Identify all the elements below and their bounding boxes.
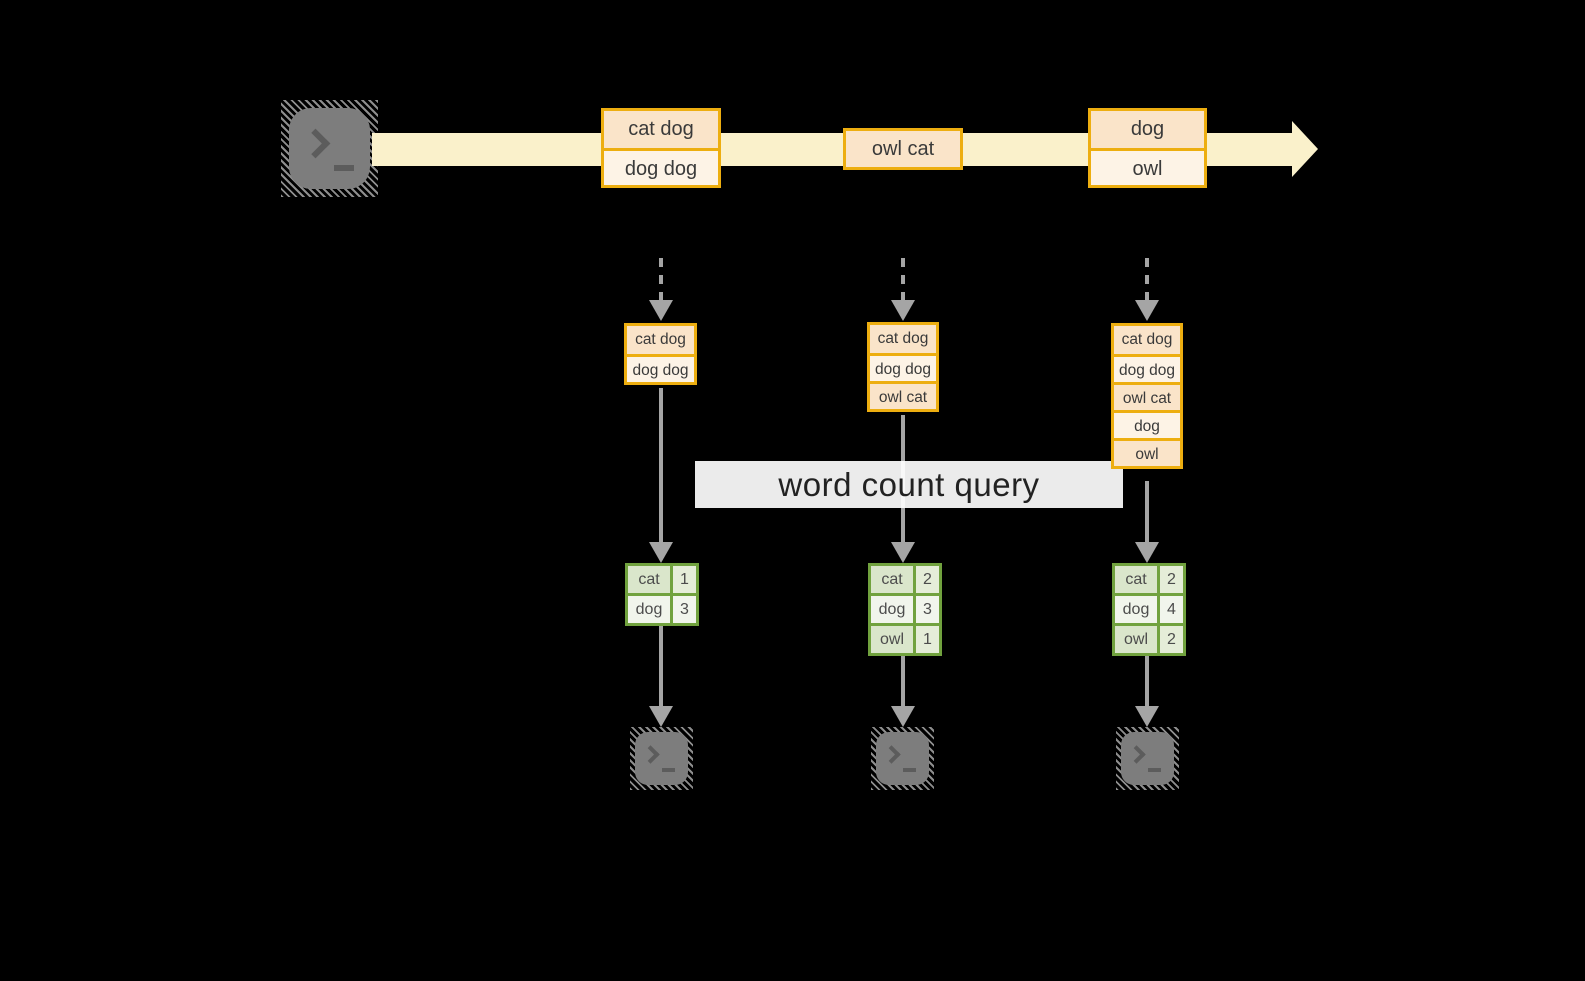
stream-arrowhead-icon: [1292, 121, 1318, 177]
arrowhead-icon: [1135, 300, 1159, 321]
state-box-3: cat dog dog dog owl cat dog owl: [1111, 323, 1183, 469]
count-value: 1: [916, 626, 939, 653]
count-word: dog: [1115, 596, 1157, 623]
event-cell: dog dog: [604, 148, 718, 185]
count-word: dog: [871, 596, 913, 623]
event-cell: cat dog: [604, 111, 718, 148]
prompt-underscore-icon: [334, 165, 354, 171]
dashed-arrow-line: [901, 258, 905, 300]
event-cell: owl cat: [846, 131, 960, 167]
count-table-1: cat 1 dog 3: [625, 563, 699, 626]
state-cell: dog: [1114, 410, 1180, 438]
stream-event-box-3: dog owl: [1088, 108, 1207, 188]
prompt-underscore-icon: [1148, 768, 1161, 772]
count-value: 4: [1160, 596, 1183, 623]
count-value: 1: [673, 566, 696, 593]
connector-line: [901, 656, 905, 706]
state-box-1: cat dog dog dog: [624, 323, 697, 385]
count-value: 2: [916, 566, 939, 593]
count-value: 3: [673, 596, 696, 623]
terminal-screen: [635, 732, 688, 785]
count-word: owl: [1115, 626, 1157, 653]
terminal-screen: [876, 732, 929, 785]
query-label: word count query: [778, 465, 1040, 503]
state-cell: dog dog: [870, 353, 936, 381]
terminal-screen: [289, 108, 370, 189]
count-word: cat: [1115, 566, 1157, 593]
count-word: owl: [871, 626, 913, 653]
connector-line: [659, 626, 663, 706]
count-word: cat: [628, 566, 670, 593]
connector-line: [1145, 656, 1149, 706]
arrowhead-icon: [649, 300, 673, 321]
dashed-arrow-line: [659, 258, 663, 300]
state-box-2: cat dog dog dog owl cat: [867, 322, 939, 412]
state-cell: owl cat: [870, 381, 936, 409]
terminal-icon: [1116, 727, 1179, 790]
terminal-icon: [871, 727, 934, 790]
arrowhead-icon: [891, 300, 915, 321]
terminal-icon: [281, 100, 378, 197]
event-cell: owl: [1091, 148, 1204, 185]
stream-event-box-1: cat dog dog dog: [601, 108, 721, 188]
prompt-underscore-icon: [903, 768, 916, 772]
dashed-arrow-line: [1145, 258, 1149, 300]
terminal-icon: [630, 727, 693, 790]
arrowhead-icon: [1135, 706, 1159, 727]
state-cell: owl: [1114, 438, 1180, 466]
arrowhead-icon: [891, 706, 915, 727]
state-cell: dog dog: [1114, 354, 1180, 382]
count-value: 2: [1160, 626, 1183, 653]
terminal-screen: [1121, 732, 1174, 785]
query-label-box: word count query: [695, 461, 1123, 508]
state-cell: cat dog: [627, 326, 694, 354]
state-cell: owl cat: [1114, 382, 1180, 410]
connector-line: [1145, 481, 1149, 542]
state-cell: cat dog: [870, 325, 936, 353]
state-cell: dog dog: [627, 354, 694, 382]
count-table-3: cat 2 dog 4 owl 2: [1112, 563, 1186, 656]
count-table-2: cat 2 dog 3 owl 1: [868, 563, 942, 656]
count-value: 2: [1160, 566, 1183, 593]
connector-line: [659, 388, 663, 542]
count-value: 3: [916, 596, 939, 623]
count-word: dog: [628, 596, 670, 623]
arrowhead-icon: [649, 542, 673, 563]
count-word: cat: [871, 566, 913, 593]
prompt-underscore-icon: [662, 768, 675, 772]
event-cell: dog: [1091, 111, 1204, 148]
stream-event-box-2: owl cat: [843, 128, 963, 170]
arrowhead-icon: [1135, 542, 1159, 563]
state-cell: cat dog: [1114, 326, 1180, 354]
arrowhead-icon: [649, 706, 673, 727]
arrowhead-icon: [891, 542, 915, 563]
